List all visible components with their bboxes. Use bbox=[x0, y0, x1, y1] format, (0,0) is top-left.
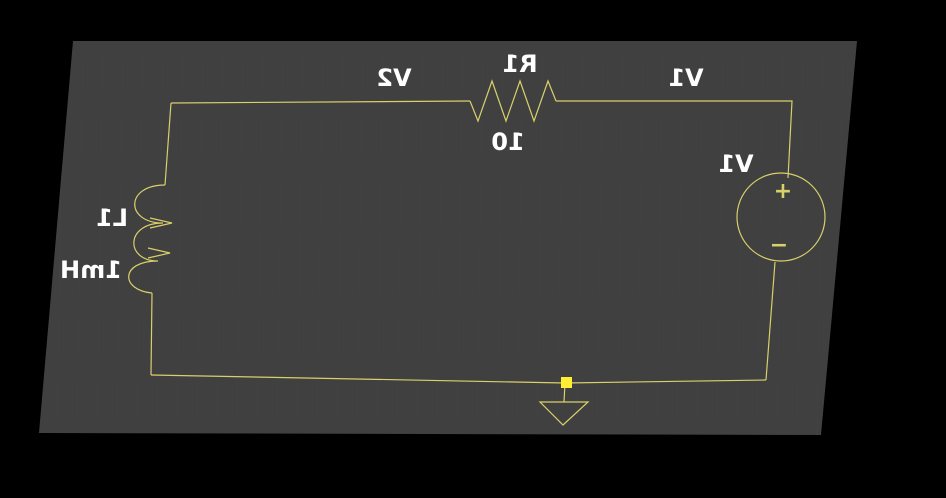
grid-line bbox=[616, 41, 624, 435]
wire-left-lower[interactable] bbox=[150, 292, 153, 376]
grid-line bbox=[536, 41, 544, 435]
grid-line bbox=[516, 41, 524, 435]
grid-line bbox=[136, 41, 144, 435]
voltage-source-symbol[interactable] bbox=[736, 172, 826, 262]
grid-line bbox=[76, 41, 84, 435]
grid-line bbox=[596, 41, 604, 435]
net-label-v1[interactable]: V1 bbox=[668, 64, 703, 92]
grid-line bbox=[276, 41, 284, 435]
source-minus-sign: − bbox=[770, 233, 788, 258]
wire-top-right[interactable] bbox=[556, 100, 793, 179]
grid-line bbox=[256, 41, 264, 435]
grid-line bbox=[636, 41, 644, 435]
grid-line bbox=[96, 41, 104, 435]
source-plus-sign: + bbox=[774, 179, 792, 204]
grid-line bbox=[676, 41, 684, 435]
grid-line bbox=[776, 41, 784, 435]
grid-line bbox=[376, 41, 384, 435]
inductor-coil-tab-1 bbox=[149, 217, 173, 229]
wires bbox=[128, 79, 826, 426]
grid-line bbox=[39, 41, 44, 435]
grid-line bbox=[316, 41, 324, 435]
resistor-symbol[interactable] bbox=[469, 79, 557, 123]
grid-line bbox=[176, 41, 184, 435]
grid-line bbox=[336, 41, 344, 435]
grid-line bbox=[656, 41, 664, 435]
wire-left-upper[interactable] bbox=[164, 102, 172, 186]
ground-symbol[interactable] bbox=[538, 401, 590, 426]
grid-line bbox=[716, 41, 724, 435]
grid-line bbox=[696, 41, 704, 435]
grid-line bbox=[736, 41, 744, 435]
grid-line bbox=[356, 41, 364, 435]
grid-line bbox=[456, 41, 464, 435]
grid-line bbox=[576, 41, 584, 435]
grid-line bbox=[236, 41, 244, 435]
grid-line bbox=[496, 41, 504, 435]
resistor-ref-label[interactable]: R1 bbox=[502, 50, 537, 78]
grid-line bbox=[756, 41, 764, 435]
schematic-sheet bbox=[39, 41, 857, 435]
grid-line bbox=[436, 41, 444, 435]
grid-line bbox=[476, 41, 484, 435]
inductor-ref-label[interactable]: L1 bbox=[96, 204, 128, 232]
net-label-v2[interactable]: V2 bbox=[376, 64, 411, 92]
inductor-coil-tab-2 bbox=[147, 247, 171, 259]
grid-line bbox=[116, 41, 124, 435]
grid-line bbox=[396, 41, 404, 435]
grid-line bbox=[196, 41, 204, 435]
inductor-value-label[interactable]: 1mH bbox=[60, 256, 122, 284]
grid-line bbox=[156, 41, 164, 435]
wire-top-left[interactable] bbox=[170, 100, 471, 104]
labels: V2 V1 R1 10 V1 L1 1mH bbox=[60, 50, 754, 284]
wire-right-lower[interactable] bbox=[765, 261, 776, 381]
grid-line bbox=[416, 41, 424, 435]
inductor-symbol[interactable] bbox=[128, 184, 166, 294]
sheet-grid bbox=[39, 41, 857, 435]
resistor-value-label[interactable]: 10 bbox=[491, 128, 524, 156]
grid-line bbox=[216, 41, 224, 435]
source-ref-label[interactable]: V1 bbox=[718, 150, 753, 178]
ground-node-marker[interactable] bbox=[561, 377, 572, 388]
grid-line bbox=[796, 41, 804, 435]
grid-line bbox=[296, 41, 304, 435]
grid-line bbox=[856, 41, 857, 435]
grid-line bbox=[556, 41, 564, 435]
